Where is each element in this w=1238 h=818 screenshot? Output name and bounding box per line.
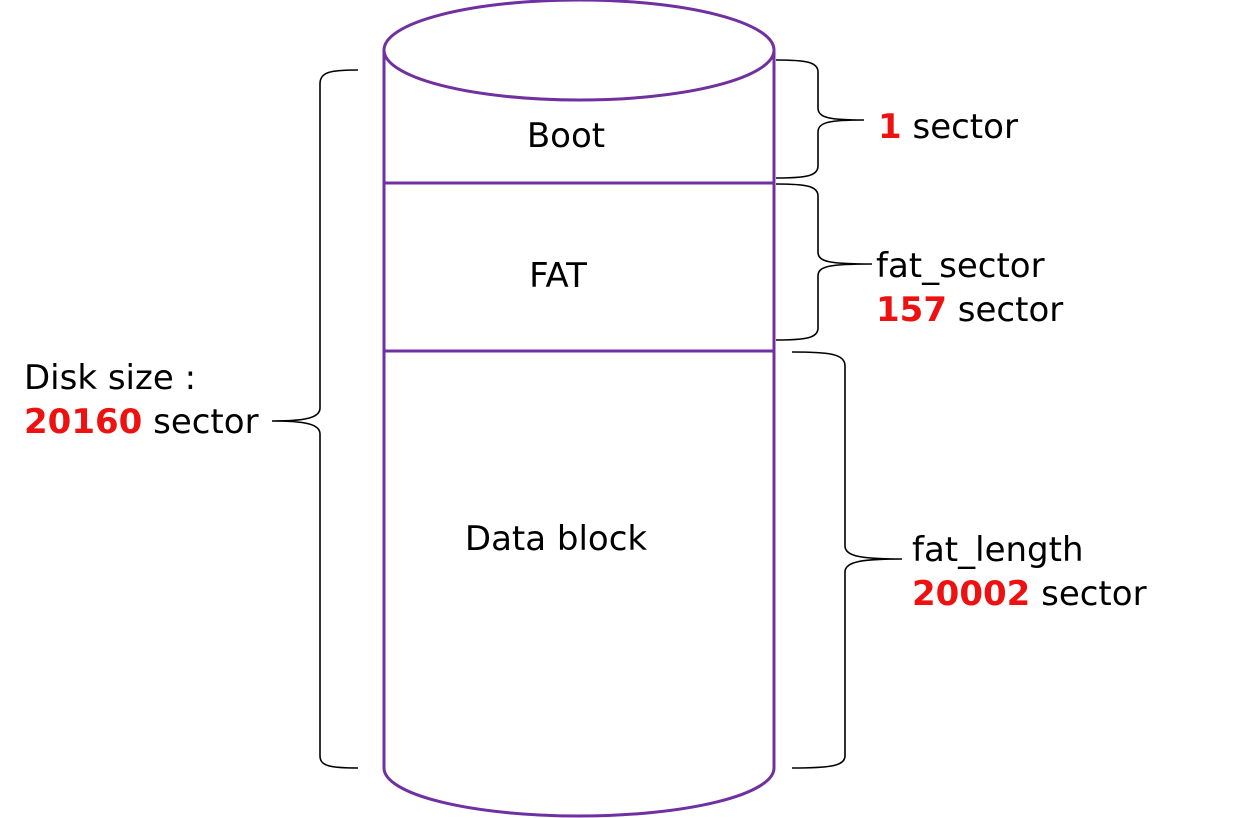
boot-size-unit: sector xyxy=(912,107,1018,147)
disk-cylinder xyxy=(382,0,776,818)
fat-brace xyxy=(775,183,873,341)
data-size-name: fat_length xyxy=(912,530,1084,570)
cylinder-bottom-curve xyxy=(382,767,776,818)
disk-size-brace xyxy=(271,69,359,769)
disk-size-label: Disk size : xyxy=(24,358,197,398)
boot-size-annotation: 1 sector xyxy=(878,105,1018,149)
boot-size-value: 1 xyxy=(878,107,902,147)
disk-size-unit: sector xyxy=(153,402,259,442)
fat-size-name: fat_sector xyxy=(876,246,1045,286)
fat-size-unit: sector xyxy=(957,290,1064,330)
disk-size-value: 20160 xyxy=(24,402,143,442)
disk-size-annotation: Disk size : 20160 sector xyxy=(24,356,259,444)
data-size-value: 20002 xyxy=(912,574,1031,614)
fat-segment-label: FAT xyxy=(529,256,587,296)
boot-brace xyxy=(775,59,865,179)
fat-size-value: 157 xyxy=(876,290,947,330)
data-block-brace xyxy=(791,351,903,769)
data-size-annotation: fat_length 20002 sector xyxy=(912,528,1147,616)
fat-size-annotation: fat_sector 157 sector xyxy=(876,244,1063,332)
cylinder-top xyxy=(382,0,776,102)
boot-segment-label: Boot xyxy=(527,116,605,156)
data-block-segment-label: Data block xyxy=(465,519,648,559)
data-size-unit: sector xyxy=(1041,574,1147,614)
